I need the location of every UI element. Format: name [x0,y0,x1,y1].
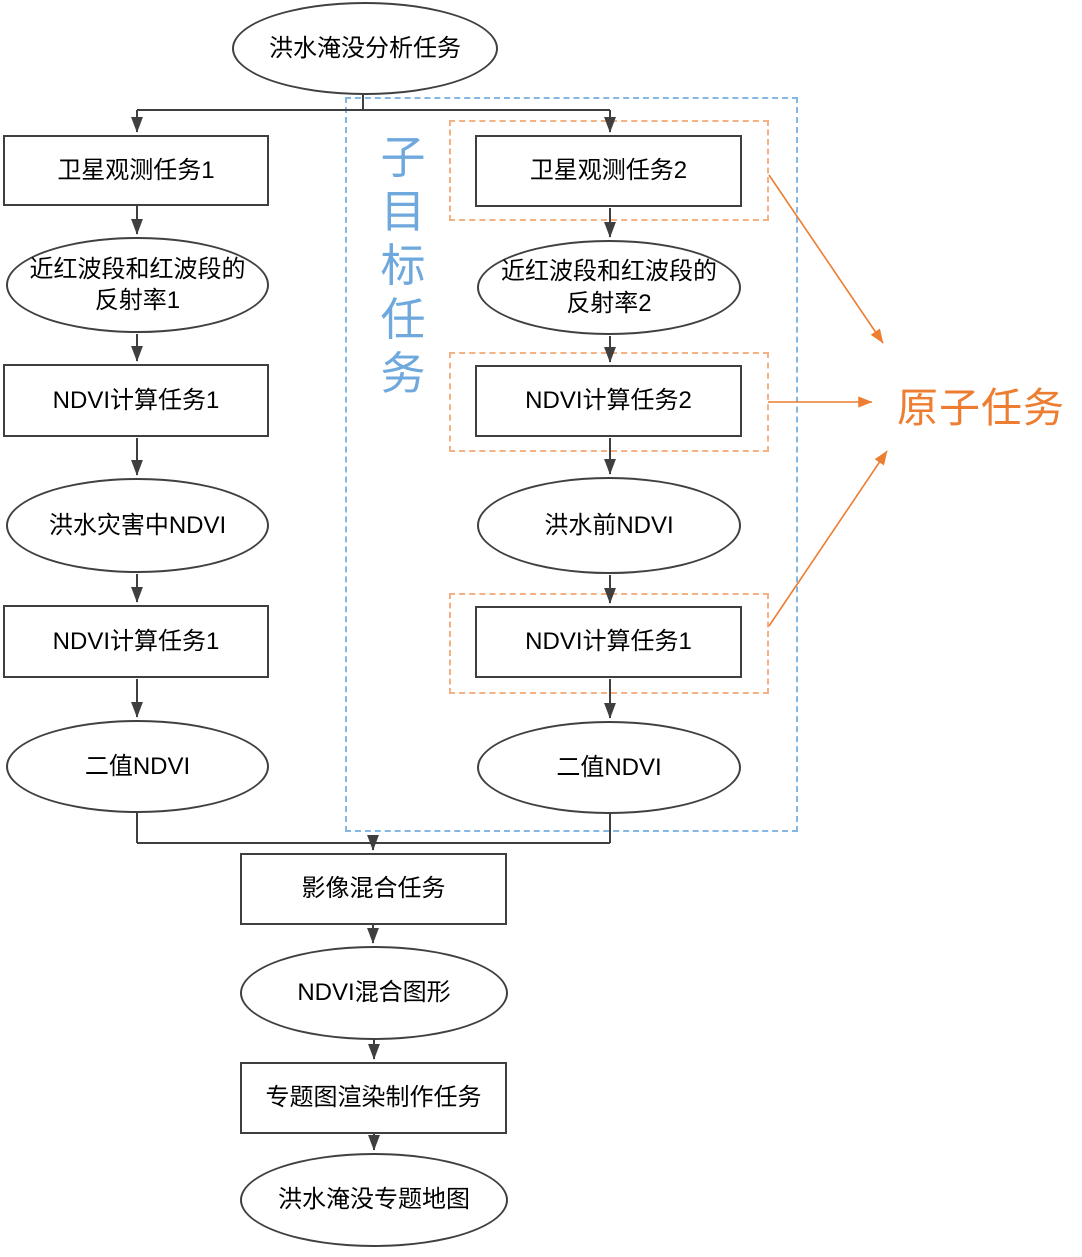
node-satellite-task-2: 卫星观测任务2 [475,135,742,207]
node-ndvi-calc-task-1a: NDVI计算任务1 [3,364,269,437]
node-flood-during-ndvi: 洪水灾害中NDVI [6,478,269,573]
node-image-blend-task: 影像混合任务 [240,853,507,925]
node-ndvi-calc-task-2-label: NDVI计算任务2 [525,387,692,415]
node-reflectance-2: 近红波段和红波段的反射率2 [477,240,741,335]
node-ndvi-calc-task-1a-label: NDVI计算任务1 [52,386,220,414]
node-binary-ndvi-left-label: 二值NDVI [84,752,191,780]
atomic-task-label: 原子任务 [897,385,1065,431]
node-binary-ndvi-right: 二值NDVI [477,721,741,814]
subgoal-task-label: 子目标任务 [380,132,426,399]
node-thematic-render-task: 专题图渲染制作任务 [240,1062,507,1134]
node-pre-flood-ndvi: 洪水前NDVI [477,477,741,574]
node-thematic-render-task-label: 专题图渲染制作任务 [265,1084,482,1112]
node-satellite-task-2-label: 卫星观测任务2 [529,157,688,185]
node-ndvi-calc-task-1b: NDVI计算任务1 [3,605,269,678]
node-ndvi-calc-task-2: NDVI计算任务2 [475,365,742,437]
node-image-blend-task-label: 影像混合任务 [301,875,446,903]
node-satellite-task-1: 卫星观测任务1 [3,135,269,206]
node-binary-ndvi-right-label: 二值NDVI [556,753,662,781]
node-flood-during-ndvi-label: 洪水灾害中NDVI [48,511,227,539]
node-satellite-task-1-label: 卫星观测任务1 [57,156,215,184]
node-ndvi-blend-graphic-label: NDVI混合图形 [297,979,451,1007]
node-flood-thematic-map: 洪水淹没专题地图 [240,1153,508,1247]
node-flood-analysis-task: 洪水淹没分析任务 [232,2,498,95]
node-ndvi-calc-task-1b-label: NDVI计算任务1 [52,627,220,655]
node-flood-thematic-map-label: 洪水淹没专题地图 [278,1186,470,1214]
node-ndvi-blend-graphic: NDVI混合图形 [240,946,508,1040]
node-flood-analysis-task-label: 洪水淹没分析任务 [269,34,461,62]
node-reflectance-1: 近红波段和红波段的反射率1 [6,237,269,333]
node-reflectance-2-label: 近红波段和红波段的反射率2 [501,258,717,317]
node-binary-ndvi-left: 二值NDVI [6,720,269,813]
node-ndvi-calc-task-1c-label: NDVI计算任务1 [525,628,692,656]
node-reflectance-1-label: 近红波段和红波段的反射率1 [29,255,246,314]
node-pre-flood-ndvi-label: 洪水前NDVI [544,511,674,539]
node-ndvi-calc-task-1c: NDVI计算任务1 [475,606,742,678]
